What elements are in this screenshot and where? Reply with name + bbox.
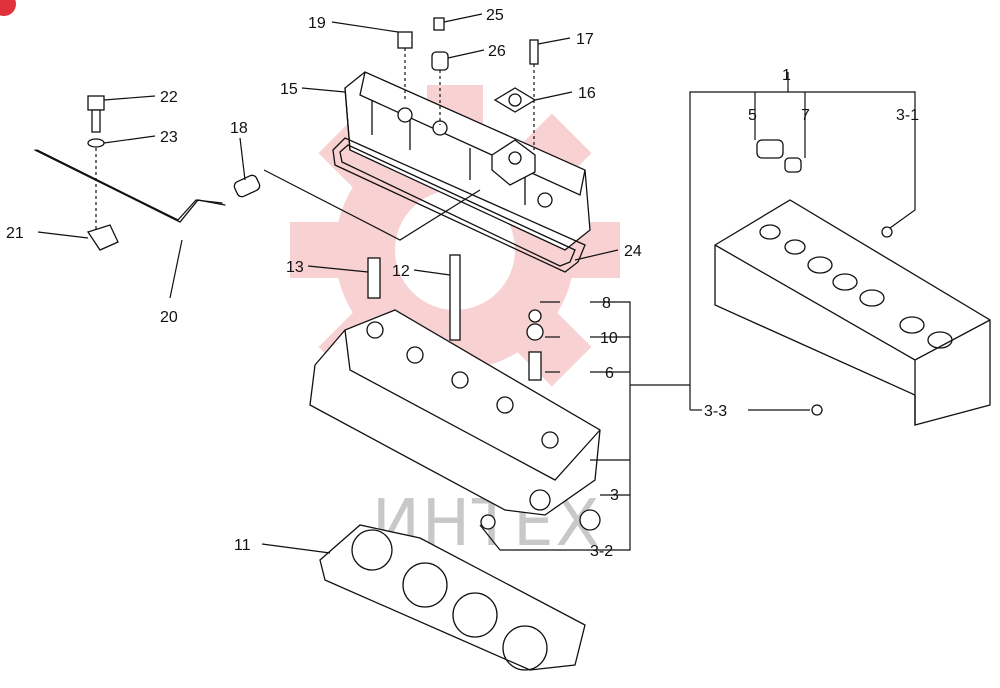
callout-5: 5 xyxy=(748,107,757,124)
callout-6: 6 xyxy=(605,365,614,382)
callout-7: 7 xyxy=(801,107,810,124)
callout-3-1: 3-1 xyxy=(896,107,919,124)
callout-26: 26 xyxy=(488,43,506,60)
corner-badge xyxy=(0,0,16,16)
callout-8: 8 xyxy=(602,295,611,312)
breather-hose xyxy=(34,95,261,251)
callout-3-2: 3-2 xyxy=(590,543,613,560)
callout-12: 12 xyxy=(392,263,410,280)
callout-24: 24 xyxy=(624,243,642,260)
callout-19: 19 xyxy=(308,15,326,32)
callout-10: 10 xyxy=(600,330,618,347)
engine-block xyxy=(714,139,991,426)
leader-lines xyxy=(37,13,916,554)
callout-18: 18 xyxy=(230,120,248,137)
callout-3-3: 3-3 xyxy=(704,403,727,420)
head-gasket xyxy=(319,524,586,671)
callout-23: 23 xyxy=(160,129,178,146)
cover-gasket xyxy=(332,137,586,273)
callout-16: 16 xyxy=(578,85,596,102)
callout-21: 21 xyxy=(6,225,24,242)
callout-20: 20 xyxy=(160,309,178,326)
cylinder-head xyxy=(309,254,601,531)
callout-22: 22 xyxy=(160,89,178,106)
callout-1: 1 xyxy=(782,67,791,84)
valve-cover xyxy=(344,71,591,251)
callout-3: 3 xyxy=(610,487,619,504)
callout-labels: 19 25 17 26 16 15 1 5 7 3-1 22 23 18 21 … xyxy=(6,7,919,560)
cover-bolts xyxy=(397,17,539,150)
callout-25: 25 xyxy=(486,7,504,24)
callout-17: 17 xyxy=(576,31,594,48)
callout-11: 11 xyxy=(234,537,251,554)
callout-13: 13 xyxy=(286,259,304,276)
callout-15: 15 xyxy=(280,81,298,98)
